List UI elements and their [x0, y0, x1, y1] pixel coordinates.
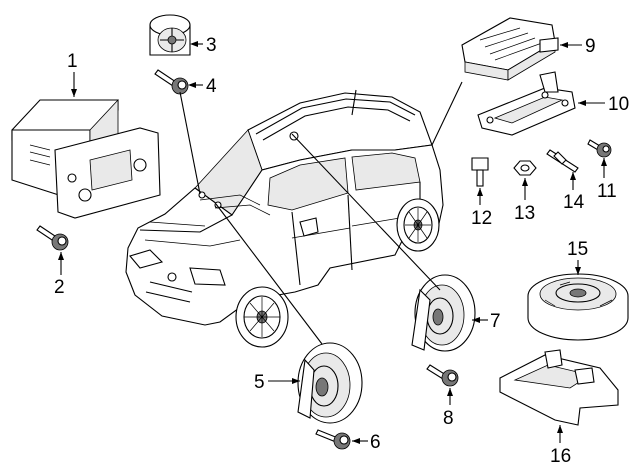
rear-door-speaker — [411, 274, 476, 352]
radio-head-unit — [11, 98, 161, 219]
stud-14 — [546, 149, 579, 173]
nut-13 — [513, 160, 537, 176]
callout-3: 3 — [206, 35, 217, 56]
arrowheads — [58, 41, 607, 444]
callout-14: 14 — [563, 192, 585, 213]
bracket-bolt — [587, 139, 612, 158]
callout-8: 8 — [443, 408, 454, 429]
bolt-12 — [471, 157, 489, 187]
tweeter-speaker — [149, 14, 191, 56]
callout-2: 2 — [54, 277, 65, 298]
callout-11: 11 — [597, 181, 617, 202]
amplifier-module — [461, 17, 559, 81]
callout-7: 7 — [490, 311, 501, 332]
callout-1: 1 — [67, 51, 78, 72]
callout-4: 4 — [206, 76, 217, 97]
callout-10: 10 — [608, 94, 629, 115]
callout-labels: 1 2 3 4 5 6 7 8 9 10 11 12 13 14 15 16 — [54, 35, 629, 467]
mounting-screw — [36, 225, 69, 251]
amplifier-bracket — [477, 71, 576, 136]
subwoofer-bracket — [499, 349, 619, 426]
speaker-screw-8 — [426, 364, 459, 387]
callout-13: 13 — [514, 203, 535, 224]
vehicle-illustration — [125, 89, 444, 348]
tweeter-screw — [154, 69, 189, 95]
subwoofer-speaker — [527, 273, 629, 341]
callout-16: 16 — [550, 446, 571, 467]
speaker-screw-6 — [315, 429, 351, 450]
callout-12: 12 — [471, 208, 492, 229]
callout-15: 15 — [567, 239, 588, 260]
callout-9: 9 — [585, 36, 596, 57]
front-door-speaker — [297, 342, 363, 424]
callout-6: 6 — [370, 432, 381, 453]
callout-5: 5 — [254, 372, 265, 393]
